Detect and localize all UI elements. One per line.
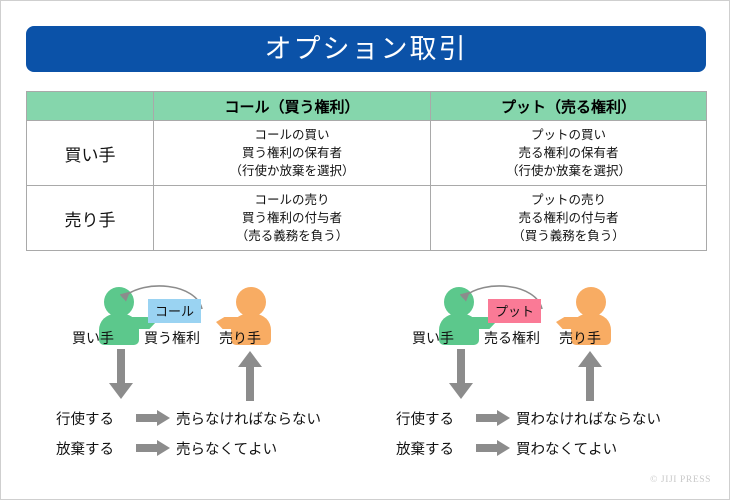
actors-group-put: プット 買い手 売る権利 売り手 bbox=[396, 281, 726, 351]
outcome-label: 買わなければならない bbox=[516, 411, 661, 428]
right-arrow-icon bbox=[136, 440, 170, 456]
seller-figure-icon bbox=[556, 287, 620, 345]
copyright-credit: © JIJI PRESS bbox=[650, 475, 711, 485]
cell-line: プットの買い bbox=[530, 127, 606, 142]
figure-arm bbox=[556, 317, 586, 329]
cell-line: コールの売り bbox=[254, 192, 330, 207]
cell-line: （買う義務を負う） bbox=[512, 229, 625, 244]
choice-label: 行使する bbox=[396, 411, 454, 428]
up-arrow-icon bbox=[238, 351, 262, 401]
down-arrow-icon bbox=[449, 349, 473, 399]
page-title: オプション取引 bbox=[264, 33, 468, 64]
cell-buyer-put: プットの買い 売る権利の保有者 （行使か放棄を選択） bbox=[430, 120, 707, 186]
cell-line: （売る義務を負う） bbox=[235, 229, 349, 244]
figure-arm bbox=[216, 317, 246, 329]
up-arrow-icon bbox=[578, 351, 602, 401]
actors-group-call: コール 買い手 買う権利 売り手 bbox=[56, 281, 386, 351]
cell-seller-call: コールの売り 買う権利の付与者 （売る義務を負う） bbox=[153, 185, 431, 251]
right-arrow-icon bbox=[136, 410, 170, 426]
flow-diagram-call: コール 買い手 買う権利 売り手 行使する 売らなければならない 放棄する bbox=[56, 281, 386, 458]
right-type-label: 売る権利 bbox=[484, 330, 540, 346]
cell-buyer-call: コールの買い 買う権利の保有者 （行使か放棄を選択） bbox=[153, 120, 431, 186]
outcome-label: 売らなければならない bbox=[176, 411, 321, 428]
figure-head bbox=[236, 287, 266, 317]
table-row: 買い手 コールの買い 買う権利の保有者 （行使か放棄を選択） プットの買い 売る… bbox=[26, 120, 707, 186]
table-row: 売り手 コールの売り 買う権利の付与者 （売る義務を負う） プットの売り 売る権… bbox=[26, 185, 707, 251]
table-header-call: コール（買う権利） bbox=[153, 91, 431, 121]
choice-label: 放棄する bbox=[396, 441, 454, 458]
down-arrow-icon bbox=[109, 349, 133, 399]
outcome-rows-put: 行使する 買わなければならない 放棄する 買わなくてよい bbox=[396, 403, 726, 463]
outcome-row: 放棄する 買わなくてよい bbox=[396, 433, 726, 463]
outcome-label: 買わなくてよい bbox=[516, 441, 618, 458]
figure-head bbox=[576, 287, 606, 317]
outcome-label: 売らなくてよい bbox=[176, 441, 278, 458]
table-header-row: コール（買う権利） プット（売る権利） bbox=[26, 91, 707, 121]
cell-line: 売る権利の保有者 bbox=[518, 145, 619, 160]
seller-label: 売り手 bbox=[219, 330, 261, 346]
option-tag-call: コール bbox=[148, 299, 202, 323]
cell-line: コールの買い bbox=[254, 127, 330, 142]
flow-diagram-put: プット 買い手 売る権利 売り手 行使する 買わなければならない 放棄する bbox=[396, 281, 726, 458]
cell-line: 買う権利の保有者 bbox=[241, 145, 342, 160]
table-header-put: プット（売る権利） bbox=[430, 91, 707, 121]
outcome-row: 行使する 買わなければならない bbox=[396, 403, 726, 433]
cell-line: 買う権利の付与者 bbox=[241, 210, 342, 225]
buyer-label: 買い手 bbox=[72, 330, 114, 346]
cell-seller-put: プットの売り 売る権利の付与者 （買う義務を負う） bbox=[430, 185, 707, 251]
cell-line: プットの売り bbox=[530, 192, 606, 207]
cell-line: （行使か放棄を選択） bbox=[505, 164, 631, 179]
right-arrow-icon bbox=[476, 440, 510, 456]
outcome-row: 放棄する 売らなくてよい bbox=[56, 433, 386, 463]
seller-figure-icon bbox=[216, 287, 280, 345]
right-arrow-icon bbox=[476, 410, 510, 426]
right-type-label: 買う権利 bbox=[144, 330, 200, 346]
table-header-corner bbox=[26, 91, 154, 121]
option-tag-put: プット bbox=[488, 299, 542, 323]
buyer-label: 買い手 bbox=[412, 330, 454, 346]
row-label-buyer: 買い手 bbox=[26, 120, 154, 186]
row-label-seller: 売り手 bbox=[26, 185, 154, 251]
outcome-rows-call: 行使する 売らなければならない 放棄する 売らなくてよい bbox=[56, 403, 386, 463]
cell-line: （行使か放棄を選択） bbox=[229, 164, 355, 179]
options-matrix-table: コール（買う権利） プット（売る権利） 買い手 コールの買い 買う権利の保有者 … bbox=[26, 91, 707, 251]
choice-label: 行使する bbox=[56, 411, 114, 428]
page-title-bar: オプション取引 bbox=[26, 26, 706, 72]
cell-line: 売る権利の付与者 bbox=[518, 210, 619, 225]
outcome-row: 行使する 売らなければならない bbox=[56, 403, 386, 433]
choice-label: 放棄する bbox=[56, 441, 114, 458]
seller-label: 売り手 bbox=[559, 330, 601, 346]
